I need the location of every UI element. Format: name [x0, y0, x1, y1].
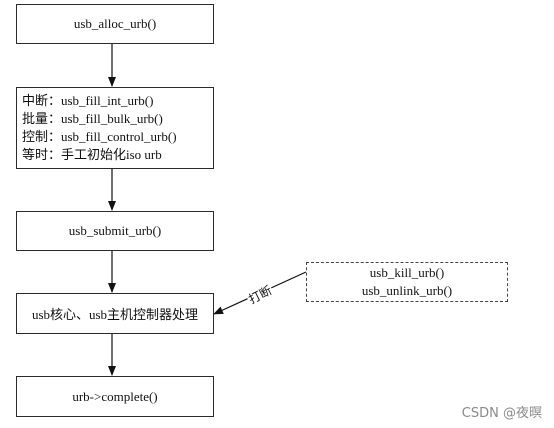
node-complete-label: urb->complete(): [72, 388, 158, 404]
node-alloc-label: usb_alloc_urb(): [73, 16, 157, 31]
fill-line-isochronous: 等时：手工初始化iso urb: [22, 147, 162, 162]
node-submit-urb: usb_submit_urb(): [16, 211, 214, 251]
node-fill-urb: 中断：usb_fill_int_urb() 批量：usb_fill_bulk_u…: [16, 87, 214, 169]
fill-line-control: 控制：usb_fill_control_urb(): [22, 129, 177, 144]
cancel-line-unlink: usb_unlink_urb(): [361, 283, 453, 298]
watermark: CSDN @夜暝: [461, 406, 542, 421]
fill-line-interrupt: 中断：usb_fill_int_urb(): [22, 93, 154, 108]
node-complete: urb->complete(): [16, 376, 214, 417]
node-core-processing: usb核心、usb主机控制器处理: [16, 293, 214, 334]
node-submit-label: usb_submit_urb(): [68, 223, 162, 238]
node-core-label: usb核心、usb主机控制器处理: [31, 307, 199, 322]
fill-line-bulk: 批量：usb_fill_bulk_urb(): [22, 111, 163, 126]
cancel-line-kill: usb_kill_urb(): [369, 265, 445, 280]
node-cancel-urb: usb_kill_urb() usb_unlink_urb(): [306, 262, 508, 302]
node-alloc-urb: usb_alloc_urb(): [16, 4, 214, 44]
